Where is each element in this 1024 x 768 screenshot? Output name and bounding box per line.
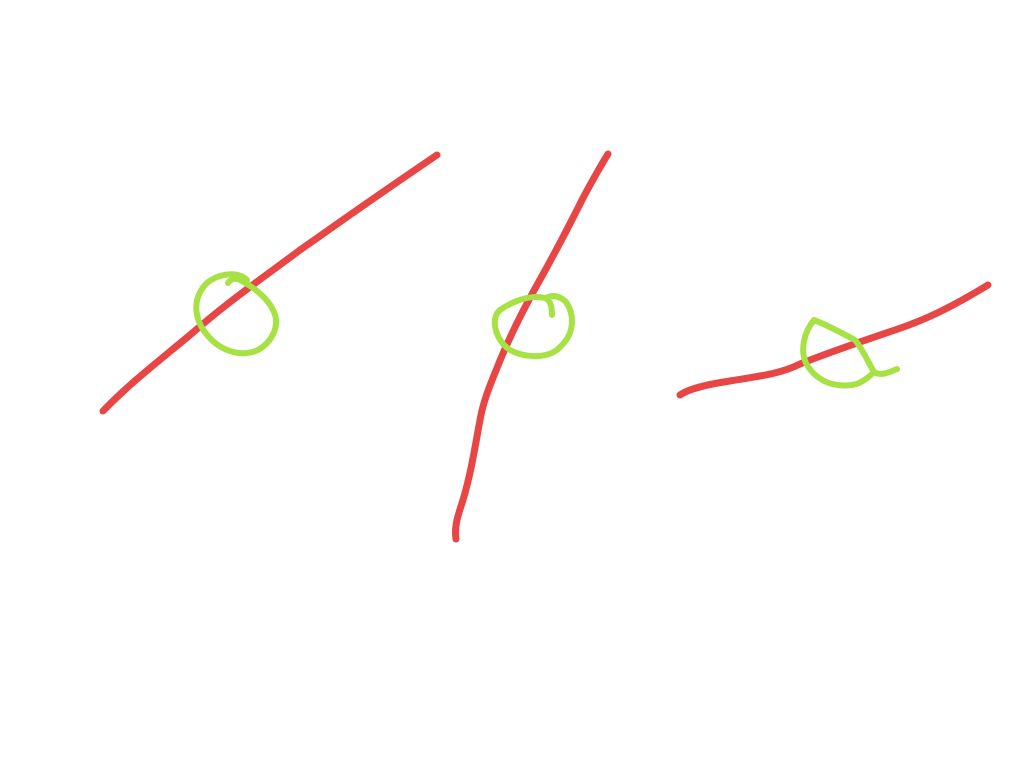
red-line-left bbox=[99, 151, 441, 415]
green-loop-left bbox=[193, 271, 279, 357]
red-line-middle bbox=[452, 150, 612, 543]
red-line-right bbox=[676, 281, 992, 399]
green-loop-middle bbox=[491, 293, 575, 360]
green-loop-right bbox=[800, 317, 900, 389]
